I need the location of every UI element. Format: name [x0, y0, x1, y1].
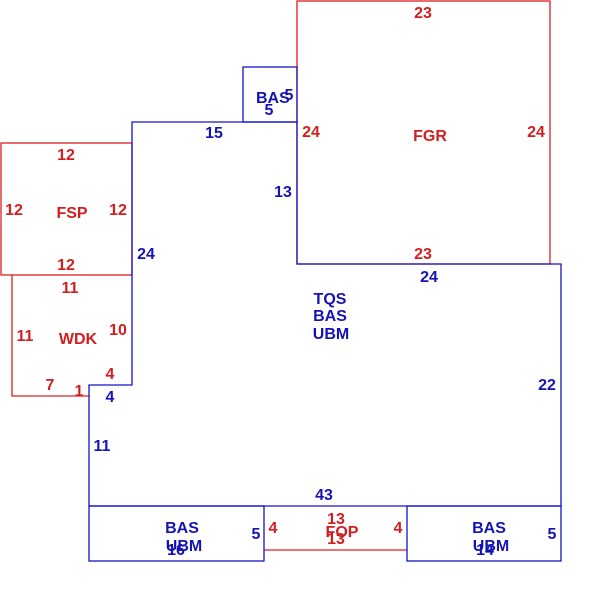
fgr-left-dim: 24	[302, 124, 320, 141]
main-label-1: TQS	[314, 291, 347, 308]
bas-small-top-dim: 5	[285, 87, 294, 104]
bottom-right-label-2: UBM	[473, 538, 509, 555]
wdk-left-dim: 11	[17, 328, 34, 345]
main-label-2: BAS	[313, 308, 347, 325]
main-top-right-dim: 24	[420, 269, 438, 286]
wdk-label: WDK	[59, 331, 98, 348]
bottom-left-right-dim: 5	[252, 526, 261, 543]
bottom-left-label-1: BAS	[165, 520, 199, 537]
fsp-top-dim: 12	[57, 147, 75, 164]
bottom-right-right-dim: 5	[548, 526, 557, 543]
bottom-right-label-1: BAS	[472, 520, 506, 537]
fsp-label: FSP	[56, 205, 87, 222]
main-bottom-dim: 43	[315, 487, 333, 504]
fsp-bottom-dim: 12	[57, 257, 75, 274]
main-right-dim: 22	[538, 377, 556, 394]
bottom-left-label-2: UBM	[166, 538, 202, 555]
fop-left-dim: 4	[269, 520, 278, 537]
fop-top-dim: 13	[327, 511, 345, 528]
main-left-mid-dim: 24	[137, 246, 155, 263]
main-left-upper-dim: 13	[274, 184, 292, 201]
fop-bottom-dim: 13	[327, 531, 345, 548]
fop-right-dim: 4	[394, 520, 403, 537]
wdk-outline	[11, 275, 89, 397]
bottom-left-bottom-dim: 16	[167, 542, 185, 559]
main-notch-dim: 4	[106, 389, 115, 406]
bottom-right-bottom-dim: 14	[476, 542, 494, 559]
wdk-step-dim: 1	[75, 383, 84, 400]
wdk-top-dim: 11	[62, 280, 79, 297]
bas-small-bottom-dim: 5	[265, 102, 274, 119]
fgr-right-dim: 24	[527, 124, 545, 141]
fop-label: FOP	[326, 524, 359, 541]
fgr-bottom-dim: 23	[414, 246, 432, 263]
bottom-right-outline	[406, 505, 562, 562]
main-top-left-dim: 15	[205, 125, 223, 142]
bas-small-label: BAS	[256, 90, 290, 107]
main-left-lower-dim: 11	[94, 438, 111, 455]
fsp-left-dim: 12	[5, 202, 23, 219]
fsp-right-dim: 12	[109, 202, 127, 219]
wdk-bottom-dim: 7	[46, 377, 55, 394]
fgr-label: FGR	[413, 128, 447, 145]
wdk-right-dim: 10	[109, 322, 127, 339]
fgr-top-dim: 23	[414, 5, 432, 22]
main-label-3: UBM	[313, 326, 349, 343]
bottom-left-outline	[88, 505, 265, 562]
wdk-notch-dim: 4	[106, 366, 115, 383]
